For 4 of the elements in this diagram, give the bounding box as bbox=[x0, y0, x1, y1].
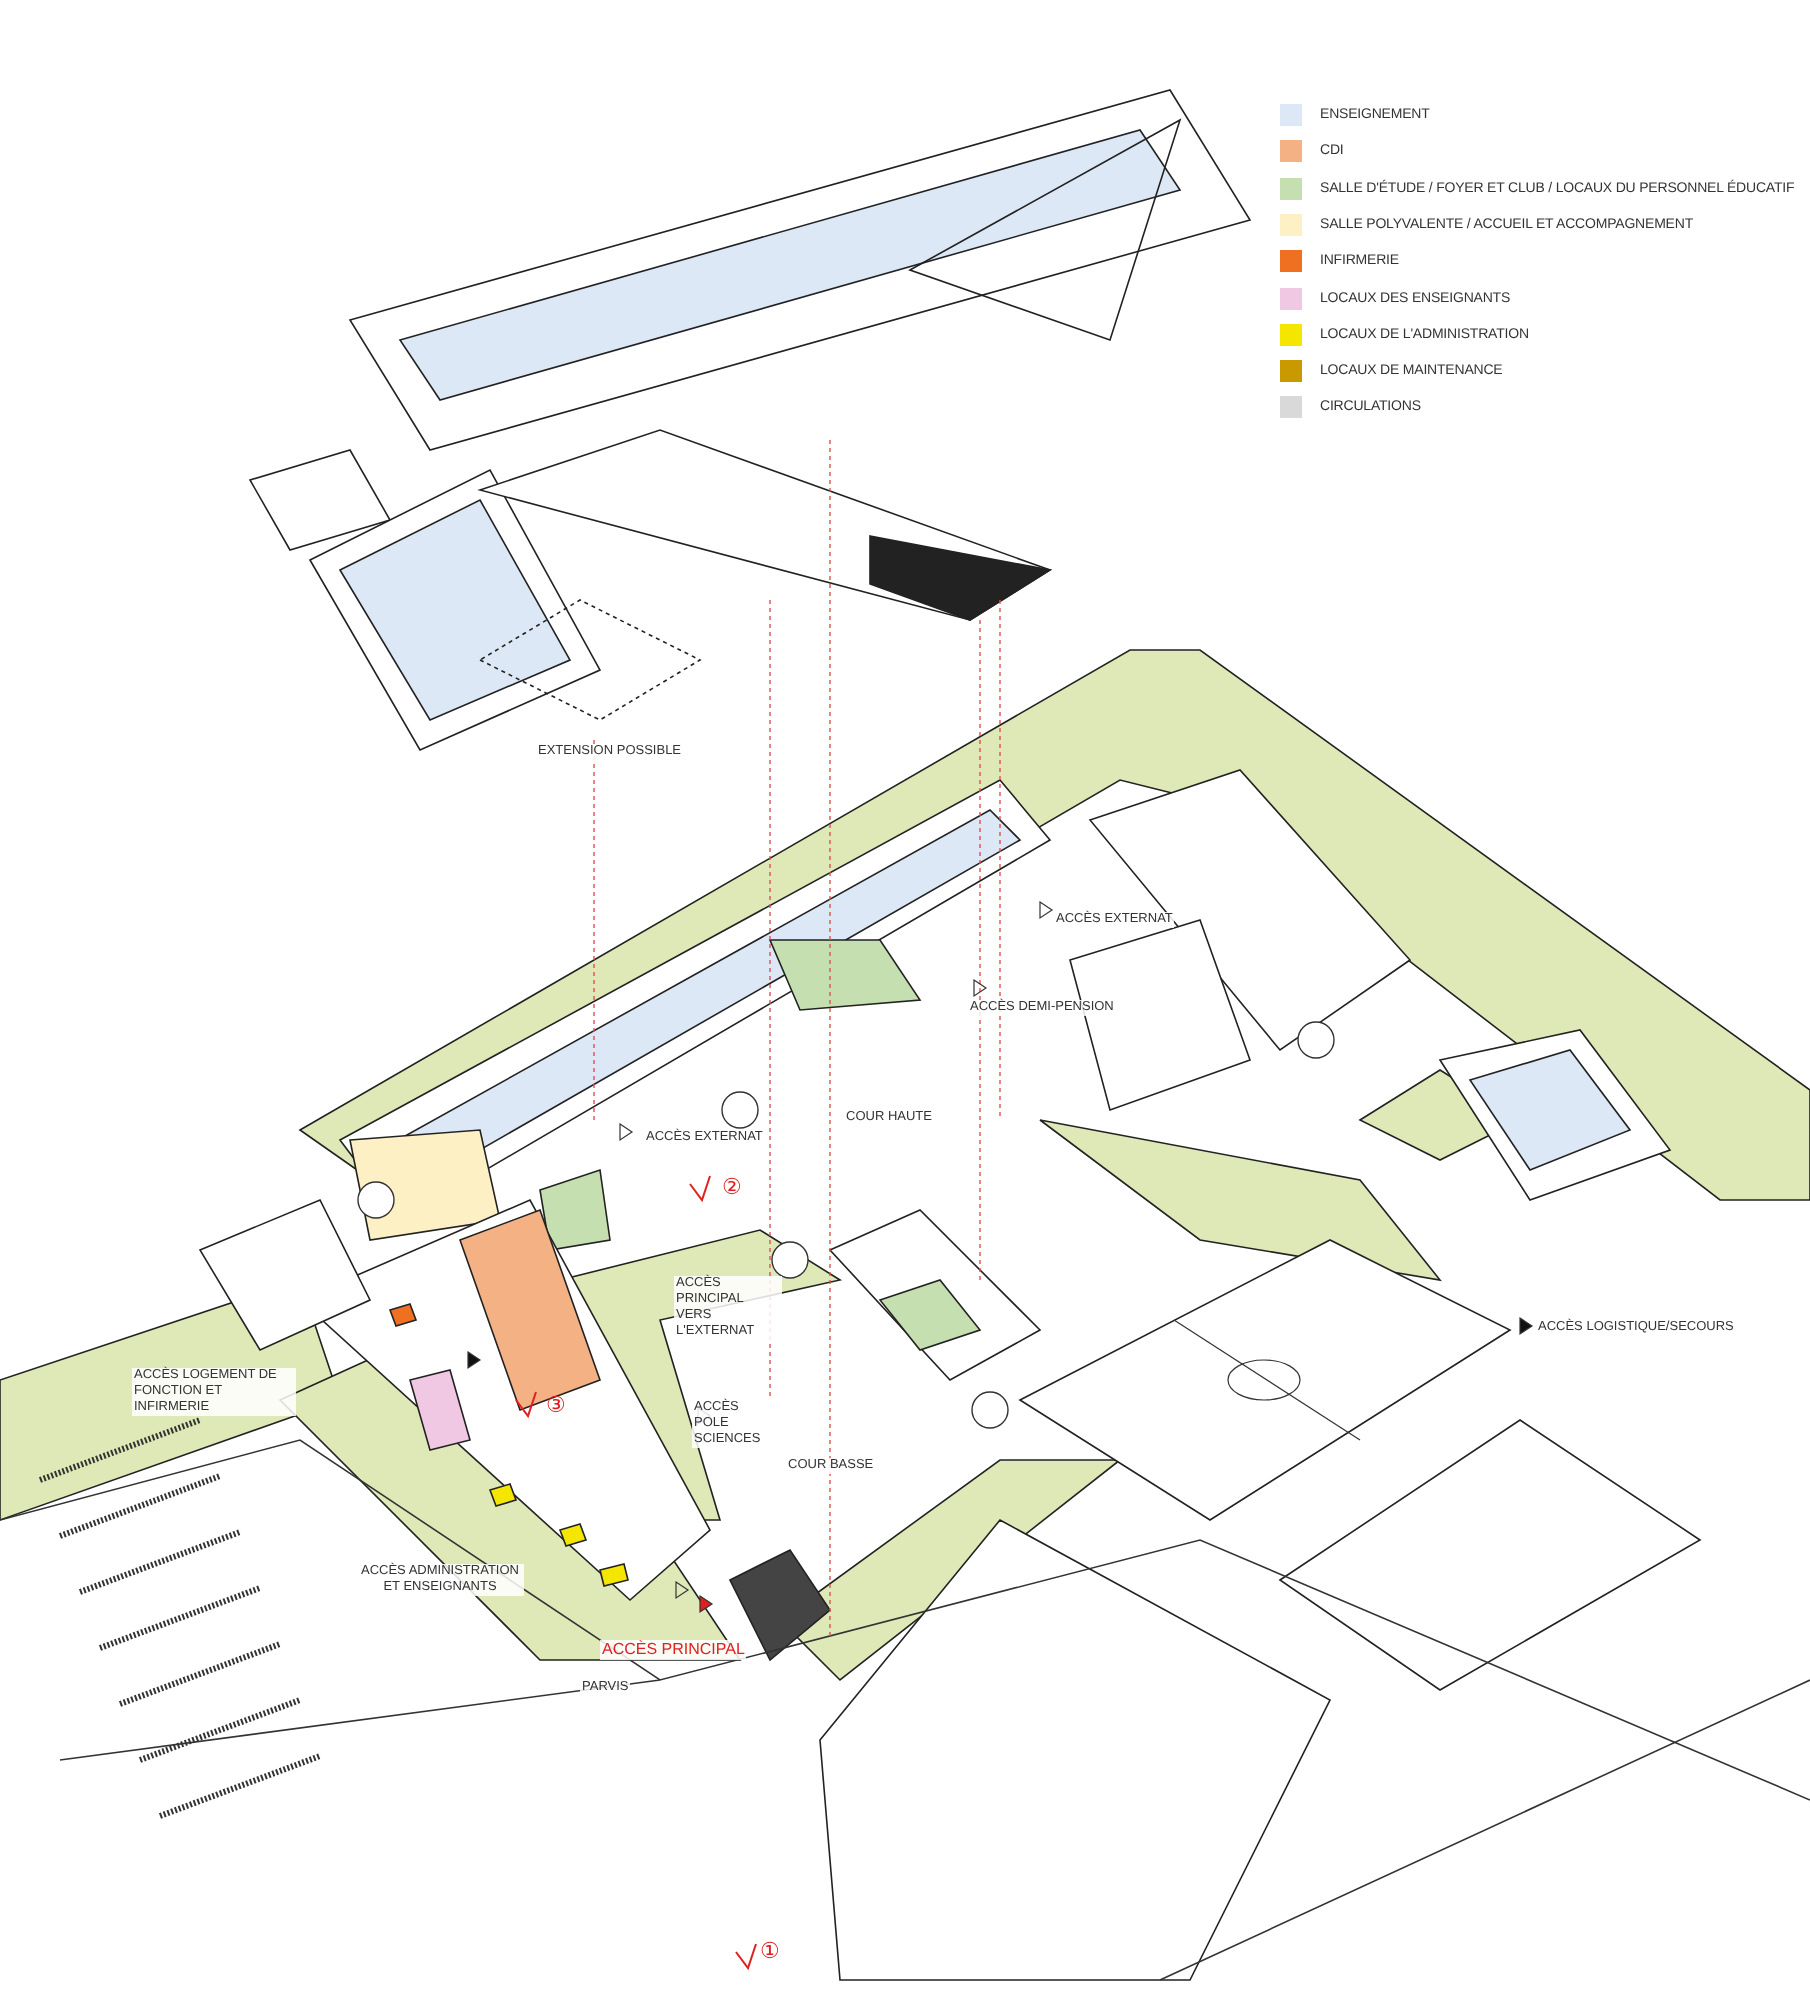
section-mark-number: ② bbox=[720, 1176, 744, 1204]
plan-label: ACCÈS PRINCIPAL bbox=[600, 1640, 747, 1660]
section-mark-number: ① bbox=[758, 1940, 782, 1968]
section-mark-number: ③ bbox=[544, 1394, 568, 1422]
